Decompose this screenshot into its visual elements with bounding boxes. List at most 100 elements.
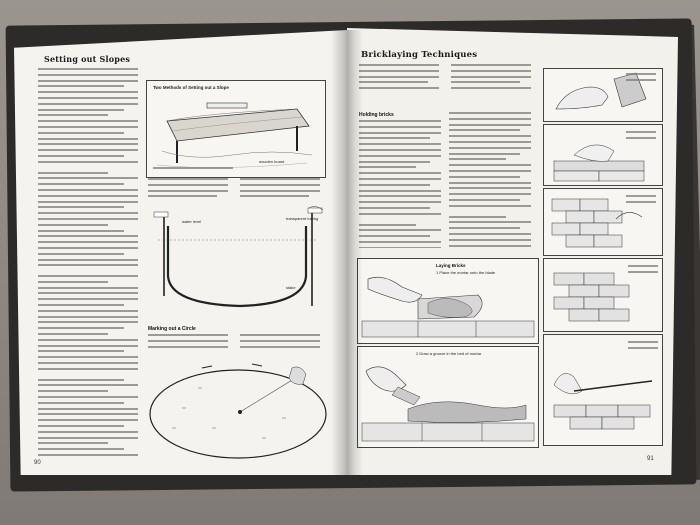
- laying-bricks-panel: Laying Bricks 1 Place the mortar onto th…: [357, 258, 539, 344]
- text-line: [38, 171, 108, 174]
- circle-illustration: [149, 363, 327, 459]
- text-line: [449, 227, 520, 230]
- text-line: [38, 246, 138, 249]
- text-line: [38, 131, 124, 134]
- step-panel-2: [543, 124, 663, 186]
- text-line: [359, 143, 441, 146]
- step-panel-4: [543, 258, 663, 332]
- text-line: [626, 73, 656, 75]
- text-line: [153, 167, 233, 169]
- text-line: [38, 338, 138, 341]
- text-line: [38, 223, 108, 226]
- text-line: [38, 413, 138, 416]
- left-page-number: 90: [34, 460, 41, 466]
- text-line: [38, 378, 124, 381]
- text-line: [449, 152, 520, 155]
- step-panel-3: [543, 188, 663, 256]
- text-line: [148, 345, 228, 348]
- text-line: [38, 143, 138, 146]
- step-panel-1-caption: [626, 73, 656, 87]
- text-line: [449, 198, 520, 201]
- figure-caption-left: [148, 178, 228, 202]
- text-line: [38, 333, 108, 336]
- text-line: [38, 275, 138, 278]
- text-line: [38, 149, 138, 152]
- figure-caption-right: [240, 178, 320, 202]
- left-page-title: Setting out Slopes: [44, 54, 131, 64]
- text-line: [628, 270, 658, 273]
- text-line: [449, 215, 507, 218]
- right-page: Bricklaying Techniques Holding bricks: [347, 28, 678, 475]
- text-line: [38, 241, 138, 244]
- step-panel-3-caption: [626, 195, 656, 209]
- text-line: [38, 454, 138, 456]
- text-line: [38, 344, 138, 347]
- text-line: [359, 246, 441, 248]
- water-level-illustration: [153, 206, 324, 308]
- slope-figure-title: Two Methods of Setting out a Slope: [153, 85, 229, 90]
- text-line: [38, 194, 138, 197]
- text-line: [148, 189, 228, 192]
- text-line: [449, 158, 507, 161]
- text-line: [359, 160, 430, 163]
- text-line: [38, 430, 138, 433]
- text-line: [449, 117, 531, 120]
- text-line: [38, 280, 108, 283]
- text-line: [449, 123, 531, 126]
- text-line: [359, 166, 417, 169]
- text-line: [38, 85, 124, 88]
- text-line: [449, 232, 531, 235]
- text-line: [38, 120, 138, 123]
- step-panel-2-caption: [626, 131, 656, 145]
- text-line: [38, 304, 124, 307]
- text-line: [38, 258, 138, 261]
- text-line: [451, 69, 531, 72]
- text-line: [38, 264, 138, 267]
- text-line: [38, 125, 138, 128]
- text-line: [38, 217, 138, 220]
- text-line: [38, 286, 138, 289]
- text-line: [359, 223, 417, 226]
- groove-mortar-illustration: [361, 366, 535, 442]
- text-line: [38, 436, 138, 439]
- text-line: [240, 183, 320, 186]
- text-line: [359, 125, 441, 128]
- text-line: [38, 206, 124, 209]
- text-line: [240, 189, 320, 192]
- text-line: [38, 407, 138, 410]
- text-line: [38, 292, 138, 295]
- text-line: [240, 339, 320, 342]
- laying-bricks-step2: 2 Draw a groove in the bed of mortar: [416, 351, 482, 356]
- text-line: [38, 114, 108, 117]
- text-line: [449, 135, 531, 138]
- text-line: [449, 181, 531, 184]
- level-wall-illustration: [553, 373, 653, 430]
- brick-stack-illustration: [553, 272, 630, 322]
- right-intro-col1: [359, 64, 439, 94]
- text-line: [626, 200, 656, 203]
- marking-circle-heading: Marking out a Circle: [148, 326, 196, 332]
- text-line: [449, 204, 531, 207]
- text-line: [38, 396, 138, 399]
- text-line: [148, 334, 228, 336]
- left-text-column: [38, 68, 138, 460]
- text-line: [449, 112, 531, 114]
- text-line: [359, 148, 441, 151]
- laying-bricks-heading: Laying Bricks: [436, 263, 466, 268]
- text-line: [38, 91, 138, 94]
- text-line: [38, 229, 124, 232]
- stake-label: stake: [286, 285, 296, 290]
- text-line: [38, 350, 124, 353]
- text-line: [148, 339, 228, 342]
- text-line: [359, 206, 430, 209]
- text-line: [240, 334, 320, 336]
- transparent-tubing-label: transparent tubing: [286, 216, 319, 221]
- text-line: [240, 345, 320, 348]
- text-line: [240, 178, 320, 180]
- step-panel-5-caption: [628, 341, 658, 355]
- text-line: [628, 341, 658, 343]
- text-line: [38, 79, 138, 82]
- right-intro-col2: [451, 64, 531, 94]
- text-line: [359, 75, 439, 78]
